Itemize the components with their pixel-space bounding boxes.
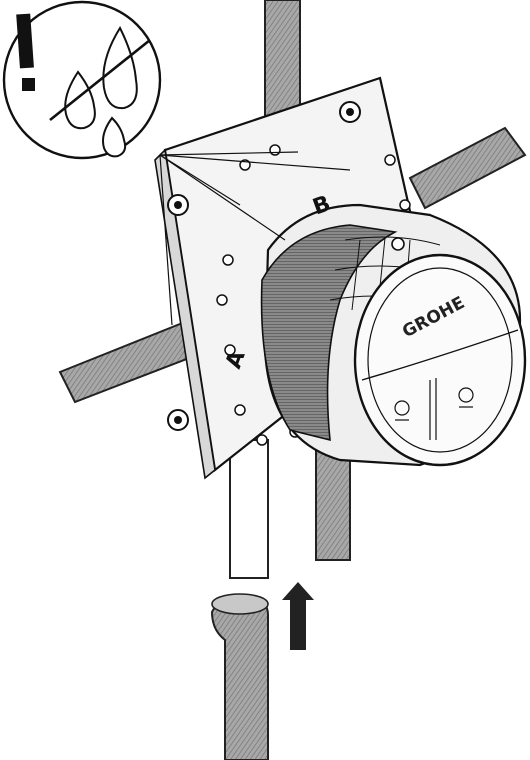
corner-tab-top-left [167, 194, 189, 216]
flow-direction-arrow-icon [282, 582, 314, 650]
inlet-pipe [210, 593, 269, 760]
face-symbols [394, 378, 474, 440]
pipe-right [408, 126, 527, 210]
body-screw [391, 237, 405, 251]
corner-tab-bottom-left [167, 409, 189, 431]
leak-check-leader-lines [159, 151, 351, 326]
pipe-lower-left-white [229, 439, 269, 579]
corner-tab-top-right [339, 101, 361, 123]
valve-body [260, 203, 527, 467]
leak-warning-icon [2, 0, 162, 160]
water-drop-icons [64, 25, 138, 158]
